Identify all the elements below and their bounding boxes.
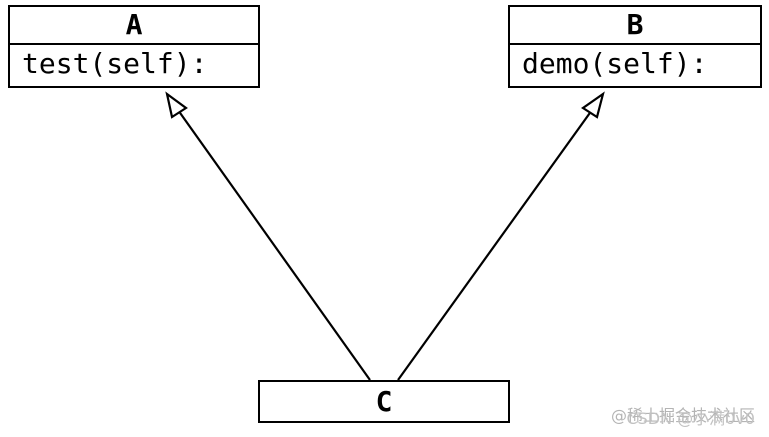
class-method-a: test(self): [22, 47, 208, 80]
arrowhead-hollow-triangle-icon [165, 91, 188, 119]
arrow-line-c-to-b [397, 109, 593, 381]
watermark-line-1: @稀土掘金技术社区 [610, 406, 755, 425]
watermark-line-2: CSDN @小满0v0 [626, 409, 755, 428]
class-method-b: demo(self): [522, 47, 708, 80]
class-box-b: B demo(self): [508, 5, 762, 88]
class-box-c: C [258, 380, 510, 423]
class-name-c: C [375, 385, 393, 418]
class-name-a: A [10, 7, 258, 45]
arrow-line-c-to-a [177, 109, 371, 381]
class-box-a: A test(self): [8, 5, 260, 88]
arrowhead-hollow-triangle-icon [581, 91, 605, 119]
class-name-b: B [510, 7, 760, 45]
